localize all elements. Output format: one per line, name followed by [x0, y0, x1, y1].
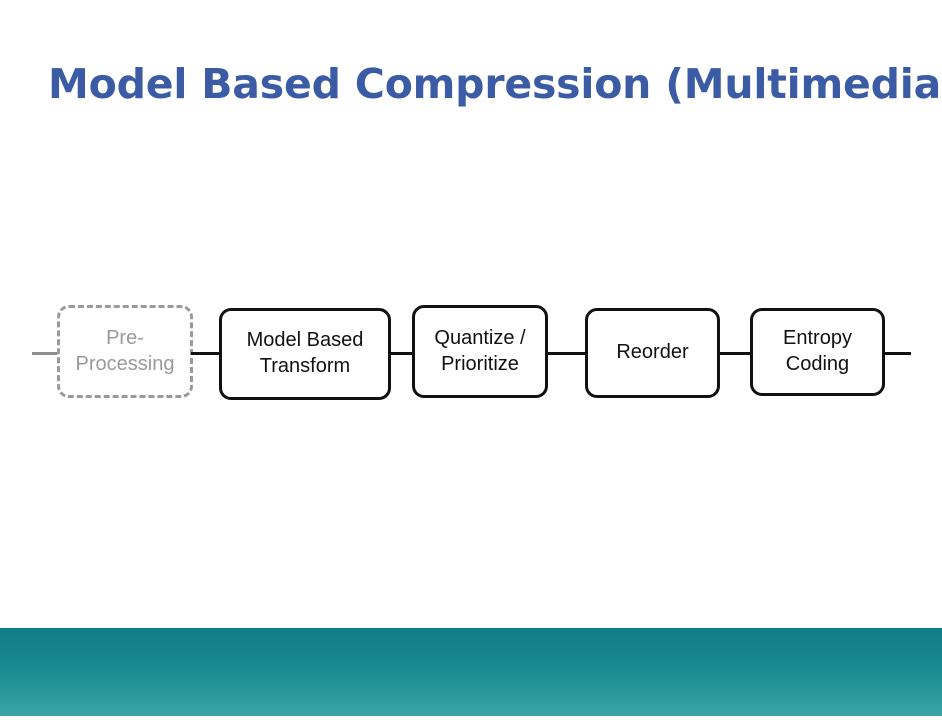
connector-output	[883, 352, 911, 355]
block-quantize-prioritize-label: Quantize / Prioritize	[428, 326, 531, 377]
block-reorder-line1: Reorder	[616, 341, 689, 364]
block-pre-processing[interactable]: Pre- Processing	[57, 305, 193, 398]
connector-reorder-to-entropy	[718, 352, 752, 355]
block-entropy-coding-line2: Coding	[785, 353, 850, 375]
block-reorder-label: Reorder	[610, 340, 694, 366]
block-model-based-transform-line1: Model Based	[246, 329, 364, 352]
block-entropy-coding-label: Entropy Coding	[777, 326, 858, 377]
footer-bar: DSP ip Fast Forward Your Development www…	[0, 628, 942, 716]
block-pre-processing-label: Pre- Processing	[70, 326, 181, 377]
page-title: Model Based Compression (Multimedia)	[48, 60, 942, 108]
connector-transform-to-quantize	[389, 352, 415, 355]
block-model-based-transform-label: Model Based Transform	[241, 328, 370, 379]
block-pre-processing-line1: Pre-	[106, 326, 144, 349]
block-quantize-prioritize[interactable]: Quantize / Prioritize	[412, 305, 548, 398]
block-model-based-transform-line2: Transform	[259, 355, 351, 377]
connector-input	[32, 352, 60, 355]
block-reorder[interactable]: Reorder	[585, 308, 720, 398]
block-quantize-prioritize-line2: Prioritize	[441, 352, 519, 375]
connector-pre-to-transform	[191, 352, 221, 355]
connector-quantize-to-reorder	[546, 352, 588, 355]
block-entropy-coding-line1: Entropy	[783, 327, 852, 350]
block-quantize-prioritize-line1: Quantize /	[434, 326, 526, 349]
block-pre-processing-line2: Processing	[75, 352, 175, 375]
block-model-based-transform[interactable]: Model Based Transform	[219, 308, 391, 400]
block-entropy-coding[interactable]: Entropy Coding	[750, 308, 885, 396]
